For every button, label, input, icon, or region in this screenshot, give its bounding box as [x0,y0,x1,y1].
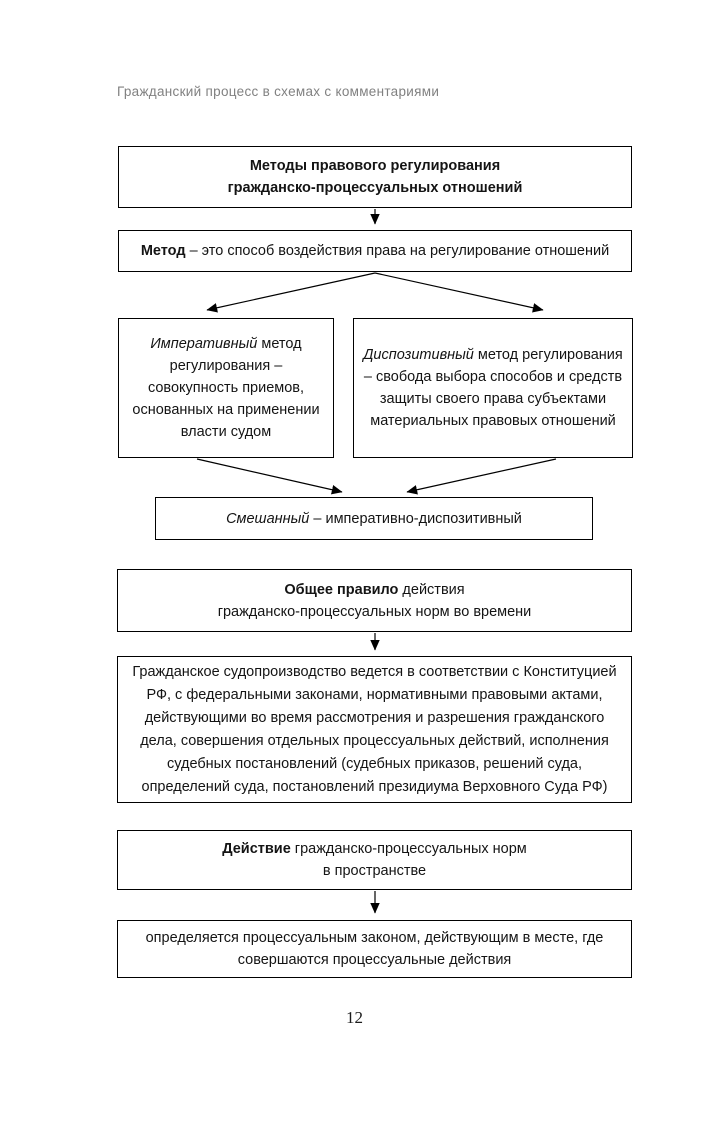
imperative-rest: метод регулирования – совокупность прием… [132,336,320,440]
mixed-rest: – императивно-диспозитивный [309,510,522,527]
method-definition-rest: – это способ воздействия права на регули… [185,243,610,259]
box-mixed-method: Смешанный – императивно-диспозитивный [155,497,593,540]
methods-title-line1: Методы правового регулирования [249,158,501,174]
time-heading-line1: Общее правило действия [284,579,464,601]
method-definition-text: Метод – это способ воздействия права на … [141,240,609,262]
space-heading-line2: в пространстве [322,863,427,879]
running-header: Гражданский процесс в схемах с комментар… [117,84,440,99]
method-term: Метод [140,243,186,259]
space-heading-line1: Действие гражданско-процессуальных норм [222,838,527,860]
dispositive-rest: метод регулирования – свобода выбора спо… [363,347,623,429]
box-time-body: Гражданское судопроизводство ведется в с… [117,656,632,803]
arrow-definition-to-dispositive-icon [374,272,544,313]
dispositive-method-text: Диспозитивный метод регулирования – своб… [362,344,624,432]
mixed-method-text: Смешанный – императивно-диспозитивный [226,508,522,530]
page-number: 12 [346,1008,363,1027]
box-methods-title: Методы правового регулирования гражданск… [118,146,632,208]
space-body-text: определяется процессуальным законом, дей… [145,930,604,968]
box-method-definition: Метод – это способ воздействия права на … [118,230,632,272]
arrow-definition-to-imperative-icon [206,272,376,313]
imperative-method-text: Императивный метод регулирования – совок… [129,333,323,443]
space-heading-bold: Действие [222,841,291,857]
time-heading-line2: гражданско-процессуальных норм во времен… [217,603,532,620]
time-heading-rest: действия [398,581,465,598]
time-heading-bold: Общее правило [284,581,399,598]
time-body-text: Гражданское судопроизводство ведется в с… [132,663,617,795]
arrow-imperative-to-mixed-icon [196,458,343,495]
box-imperative-method: Императивный метод регулирования – совок… [118,318,334,458]
arrow-dispositive-to-mixed-icon [406,458,557,495]
methods-title-line2: гражданско-процессуальных отношений [227,180,523,196]
box-time-heading: Общее правило действия гражданско-процес… [117,569,632,632]
dispositive-term: Диспозитивный [363,347,474,363]
space-heading-rest: гражданско-процессуальных норм [290,841,527,857]
mixed-term: Смешанный [226,510,310,527]
box-space-body: определяется процессуальным законом, дей… [117,920,632,978]
imperative-term: Императивный [150,336,258,352]
box-space-heading: Действие гражданско-процессуальных норм … [117,830,632,890]
box-dispositive-method: Диспозитивный метод регулирования – своб… [353,318,633,458]
